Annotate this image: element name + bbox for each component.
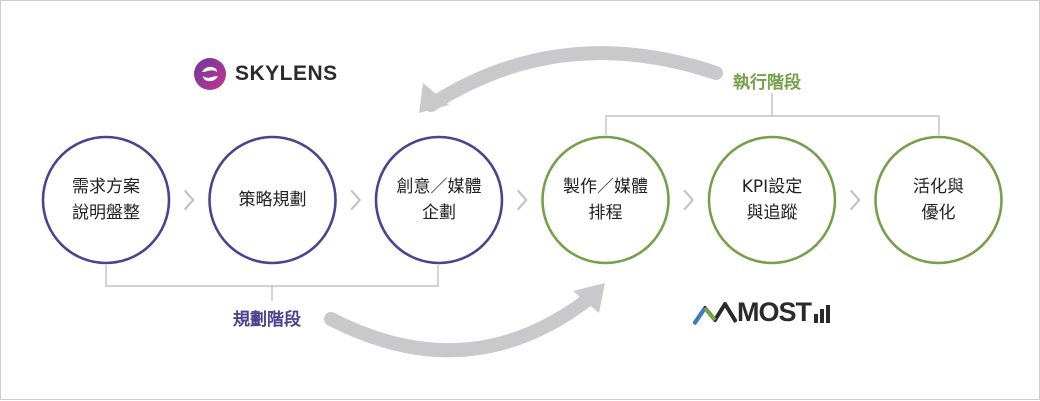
chevron-right-icon	[517, 189, 528, 211]
most-wordmark: MOST	[737, 297, 812, 327]
planning-bracket	[105, 265, 439, 287]
step-label-line: 創意／媒體	[396, 177, 482, 197]
step-circle-1	[41, 135, 171, 265]
most-logo: MOST	[693, 298, 831, 326]
most-bars-icon	[814, 305, 830, 323]
step-label-line: 排程	[588, 203, 623, 223]
step-label-1: 需求方案說明盤整	[41, 135, 171, 265]
chevron-right-icon	[350, 189, 361, 211]
step-label-line: 製作／媒體	[563, 177, 648, 197]
step-label-line: 與追蹤	[746, 203, 798, 223]
bottom-cycle-arrow-head	[573, 283, 605, 313]
step-label-line: 策略規劃	[238, 190, 307, 210]
execution-phase-label: 執行階段	[733, 73, 801, 93]
step-label-6: 活化與優化	[874, 135, 1004, 265]
step-chevrons	[184, 189, 861, 211]
step-label-line: 需求方案	[72, 177, 140, 197]
execution-bracket	[605, 115, 940, 135]
step-circles	[41, 135, 1003, 265]
bottom-cycle-arrow-shaft	[324, 290, 598, 358]
step-circle-2	[208, 135, 337, 265]
chevron-right-icon	[850, 189, 861, 211]
chevron-right-icon	[184, 189, 195, 211]
top-cycle-arrow-shaft	[424, 46, 723, 112]
step-label-2: 策略規劃	[208, 135, 338, 265]
top-cycle-arrow-head	[419, 83, 449, 113]
step-circle-4	[541, 135, 670, 265]
most-chart-icon	[693, 302, 737, 326]
step-label-4: 製作／媒體排程	[541, 135, 671, 265]
step-label-line: 活化與	[913, 177, 964, 197]
step-label-line: KPI設定	[741, 177, 803, 197]
step-label-line: 企劃	[422, 203, 456, 223]
planning-phase-label: 規劃階段	[233, 310, 301, 330]
step-label-5: KPI設定與追蹤	[707, 135, 837, 265]
step-label-3: 創意／媒體企劃	[374, 135, 504, 265]
skylens-swirl-icon	[194, 58, 226, 90]
skylens-wordmark: SKYLENS	[235, 62, 338, 85]
step-circle-3	[374, 135, 504, 265]
step-label-line: 說明盤整	[72, 203, 140, 223]
chevron-right-icon	[683, 189, 694, 211]
step-circle-6	[874, 135, 1003, 265]
step-label-line: 優化	[921, 203, 956, 223]
step-circle-5	[707, 135, 837, 265]
skylens-logo: SKYLENS	[193, 57, 338, 91]
